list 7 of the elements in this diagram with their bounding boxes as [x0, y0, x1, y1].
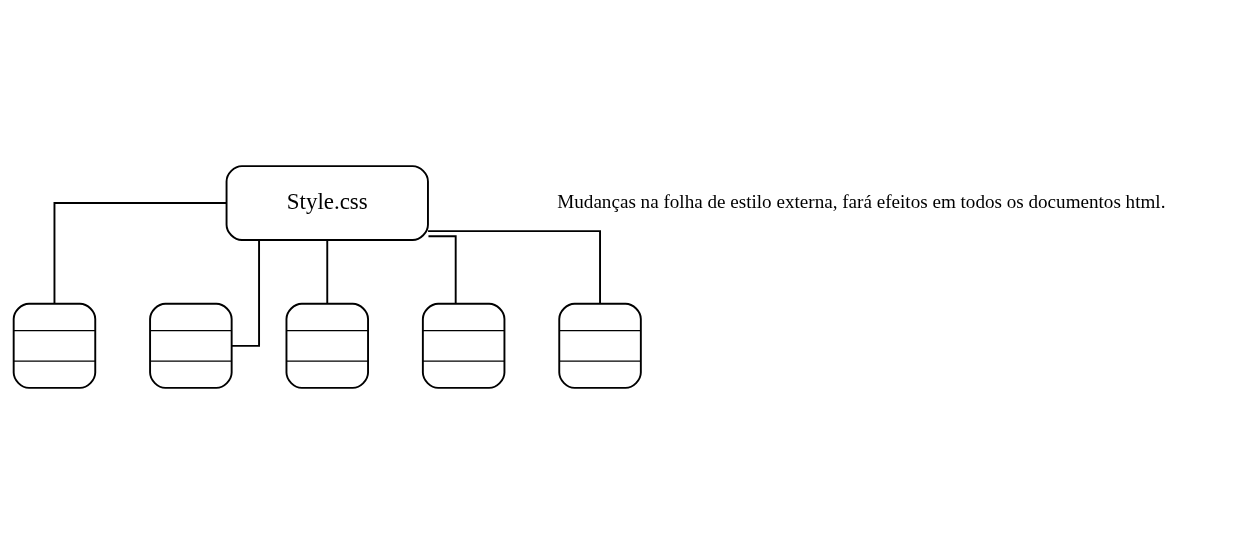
- node-box: Style.css: [225, 165, 429, 241]
- connector: [326, 239, 329, 305]
- label: Mudanças na folha de estilo externa, fará efeitos em todos os documentos html.: [557, 190, 1166, 212]
- connector: [427, 230, 601, 305]
- connector: [53, 202, 228, 305]
- connector: [230, 239, 260, 347]
- connector: [427, 235, 457, 305]
